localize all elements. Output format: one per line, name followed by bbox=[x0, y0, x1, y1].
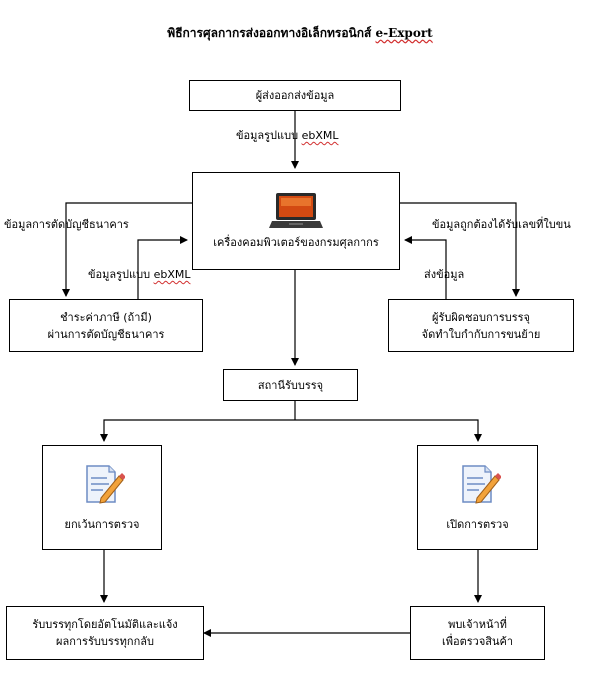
pay-duty-line-1: ชำระค่าภาษี (ถ้ามี) bbox=[60, 310, 152, 324]
node-exporter: ผู้ส่งออกส่งข้อมูล bbox=[189, 80, 401, 111]
arrow-computer-to-carrier bbox=[400, 202, 520, 297]
node-packing-station-label: สถานีรับบรรจุ bbox=[257, 378, 324, 392]
auto-release-line-2: ผลการรับบรรทุกกลับ bbox=[56, 635, 154, 648]
node-customs-computer: เครื่องคอมพิวเตอร์ของกรมศุลกากร bbox=[192, 172, 400, 270]
laptop-icon bbox=[269, 192, 323, 228]
carrier-line-2: จัดทำใบกำกับการขนย้าย bbox=[421, 327, 541, 341]
node-open-inspection: เปิดการตรวจ bbox=[417, 445, 538, 550]
pay-duty-line-2: ผ่านการตัดบัญชีธนาคาร bbox=[47, 327, 165, 341]
node-carrier: ผู้รับผิดชอบการบรรจุ จัดทำใบกำกับการขนย้… bbox=[388, 299, 574, 352]
label-xml-top: ข้อมูลรูปแบบ ebXML bbox=[236, 129, 338, 143]
label-xml-left-suffix: ebXML bbox=[153, 268, 191, 281]
arrow-computer-to-pay-duty bbox=[62, 202, 192, 297]
label-bank-debit: ข้อมูลการตัดบัญชีธนาคาร bbox=[4, 218, 129, 232]
node-exporter-label: ผู้ส่งออกส่งข้อมูล bbox=[255, 89, 335, 102]
label-xml-left-prefix: ข้อมูลรูปแบบ bbox=[88, 268, 151, 281]
node-auto-release: รับบรรทุกโดยอัตโนมัติและแจ้ง ผลการรับบรร… bbox=[6, 606, 204, 660]
arrow-carrier-to-computer bbox=[404, 236, 447, 299]
diagram-title: พิธีการศุลกากรส่งออกทางอิเล็กทรอนิกส์ e-… bbox=[0, 24, 600, 43]
officer-line-2: เพื่อตรวจสินค้า bbox=[441, 635, 514, 648]
title-text: พิธีการศุลกากรส่งออกทางอิเล็กทรอนิกส์ bbox=[167, 26, 372, 40]
arrow-to-open bbox=[295, 419, 482, 442]
officer-line-1: พบเจ้าหน้าที่ bbox=[448, 618, 507, 631]
carrier-line-1: ผู้รับผิดชอบการบรรจุ bbox=[432, 310, 530, 324]
label-send-data: ส่งข้อมูล bbox=[424, 268, 464, 282]
node-open-inspection-label: เปิดการตรวจ bbox=[446, 518, 509, 531]
label-xml-left: ข้อมูลรูปแบบ ebXML bbox=[88, 268, 190, 282]
label-valid-data-text: ข้อมูลถูกต้องได้รับเลขที่ใบขน bbox=[432, 218, 571, 231]
node-customs-computer-label: เครื่องคอมพิวเตอร์ของกรมศุลกากร bbox=[213, 235, 379, 249]
node-packing-station: สถานีรับบรรจุ bbox=[223, 369, 358, 401]
node-pay-duty: ชำระค่าภาษี (ถ้ามี) ผ่านการตัดบัญชีธนาคา… bbox=[9, 299, 203, 352]
label-valid-data: ข้อมูลถูกต้องได้รับเลขที่ใบขน bbox=[432, 218, 571, 232]
arrow-pay-duty-to-computer bbox=[137, 236, 188, 299]
node-exempt-inspection-label: ยกเว้นการตรวจ bbox=[64, 518, 140, 531]
title-suffix: e-Export bbox=[375, 26, 433, 40]
node-officer: พบเจ้าหน้าที่ เพื่อตรวจสินค้า bbox=[410, 606, 545, 660]
label-send-data-text: ส่งข้อมูล bbox=[424, 268, 465, 281]
label-bank-debit-text: ข้อมูลการตัดบัญชีธนาคาร bbox=[4, 218, 129, 231]
document-pencil-icon bbox=[86, 465, 125, 504]
label-xml-top-prefix: ข้อมูลรูปแบบ bbox=[236, 129, 299, 142]
document-pencil-icon bbox=[461, 465, 501, 504]
auto-release-line-1: รับบรรทุกโดยอัตโนมัติและแจ้ง bbox=[32, 618, 178, 631]
label-xml-top-suffix: ebXML bbox=[301, 129, 339, 142]
node-exempt-inspection: ยกเว้นการตรวจ bbox=[42, 445, 162, 550]
arrow-to-exempt bbox=[100, 419, 295, 442]
